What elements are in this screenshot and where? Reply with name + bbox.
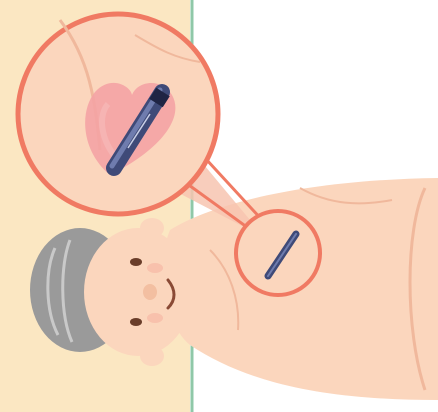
- cheek-bottom: [147, 313, 163, 323]
- nose: [143, 284, 157, 300]
- cheek-top: [147, 263, 163, 273]
- eye-bottom: [130, 318, 142, 326]
- ear-bottom: [140, 346, 164, 366]
- eye-top: [130, 258, 142, 266]
- ear-top: [140, 218, 164, 238]
- face: [84, 228, 192, 356]
- implant-site-ring: [236, 211, 320, 295]
